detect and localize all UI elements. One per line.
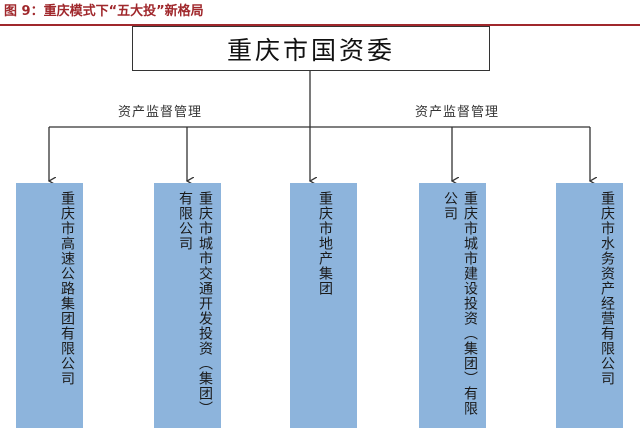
company-node-label: 重庆市城市交通开发投资（集团）有限公司 xyxy=(177,191,213,416)
root-node-sasac: 重庆市国资委 xyxy=(132,26,490,71)
company-node-label: 重庆市水务资产经营有限公司 xyxy=(599,191,615,386)
root-node-label: 重庆市国资委 xyxy=(226,35,395,65)
supervision-label-left: 资产监督管理 xyxy=(118,105,203,120)
company-node-urban-transport: 重庆市城市交通开发投资（集团）有限公司 xyxy=(154,183,221,428)
company-node-urban-construction: 重庆市城市建设投资（集团）有限公司 xyxy=(419,183,486,428)
company-node-label: 重庆市城市建设投资（集团）有限公司 xyxy=(442,191,478,416)
caption-rule xyxy=(0,24,640,26)
company-node-label: 重庆市高速公路集团有限公司 xyxy=(59,191,75,386)
company-node-real-estate: 重庆市地产集团 xyxy=(290,183,357,428)
company-node-water-assets: 重庆市水务资产经营有限公司 xyxy=(556,183,623,428)
company-node-label: 重庆市地产集团 xyxy=(317,191,333,296)
supervision-label-right: 资产监督管理 xyxy=(415,105,500,120)
figure-caption: 图 9：重庆模式下“五大投”新格局 xyxy=(4,4,204,19)
company-node-expressway: 重庆市高速公路集团有限公司 xyxy=(16,183,83,428)
